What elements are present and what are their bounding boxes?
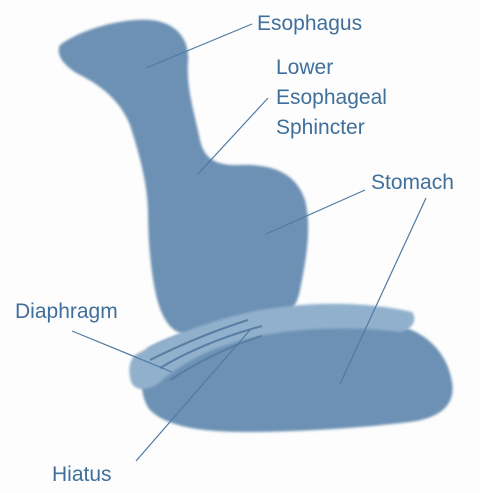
les-leader [198, 98, 268, 174]
les-label-line2: Esophageal [276, 86, 387, 109]
stomach-label: Stomach [371, 171, 454, 194]
les-label-line1: Lower [276, 56, 333, 79]
les-label-line3: Sphincter [276, 116, 365, 139]
diaphragm-label: Diaphragm [15, 300, 118, 323]
esophagus-label: Esophagus [257, 12, 362, 35]
esophagus-stomach-shape [59, 20, 308, 334]
hiatus-label: Hiatus [52, 463, 112, 486]
